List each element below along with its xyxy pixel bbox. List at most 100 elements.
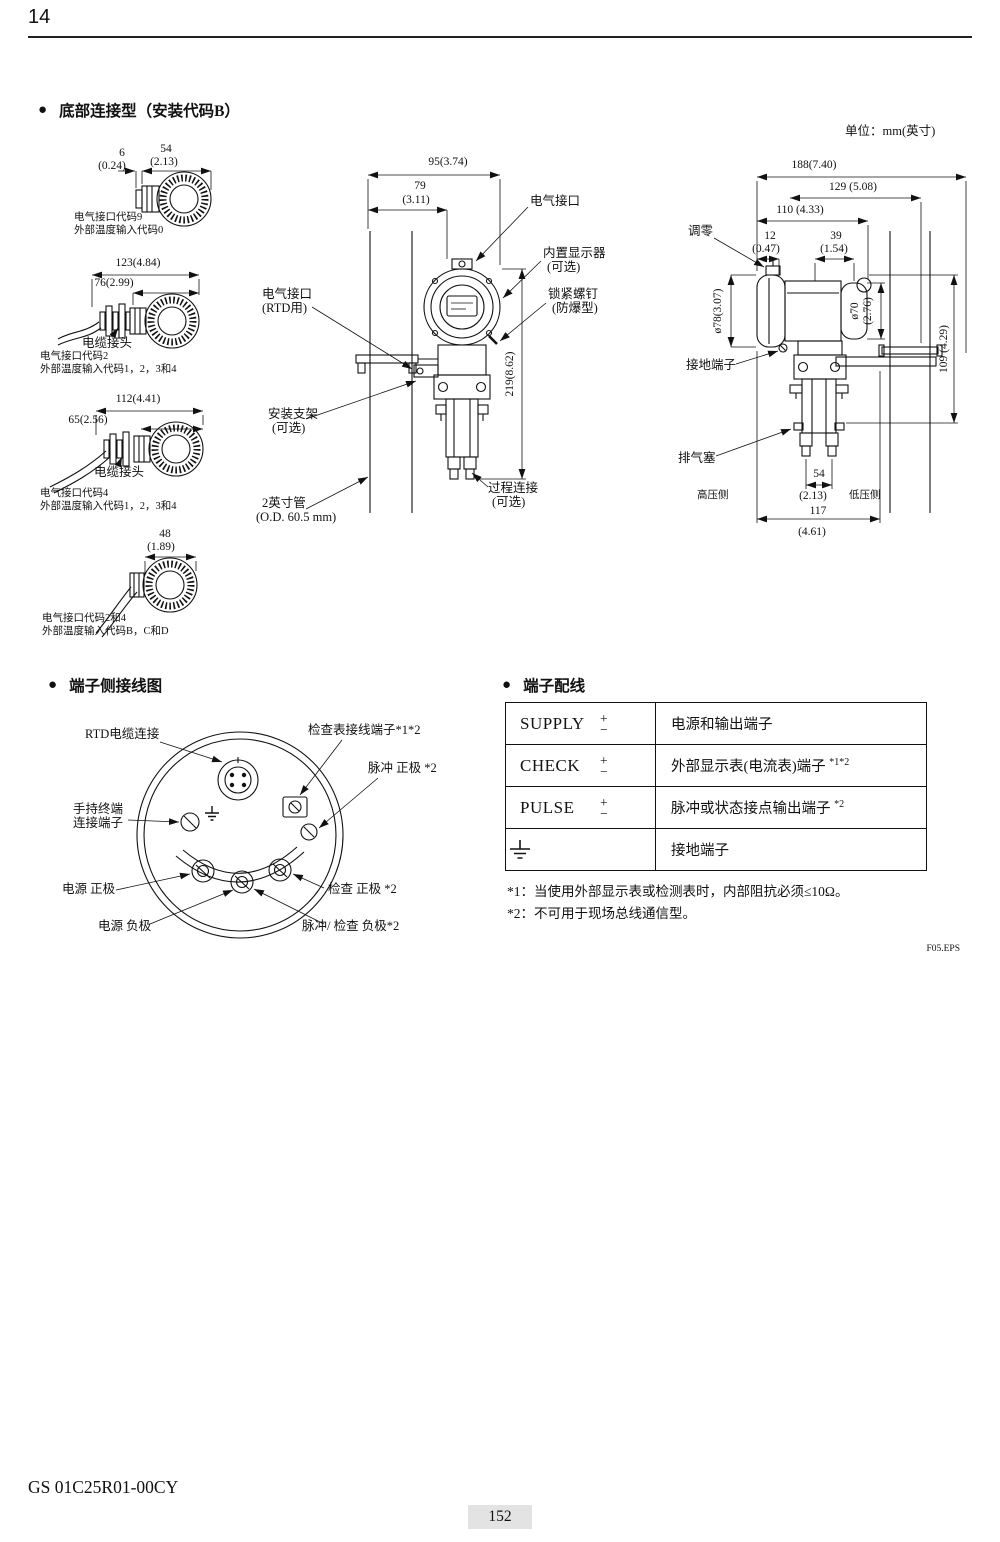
dim-label: 109 (4.29) xyxy=(938,325,950,373)
polarity-marks: +− xyxy=(600,710,608,737)
terminal-desc: 脉冲或状态接点输出端子 xyxy=(671,801,835,817)
label-handheld-terminal1: 手持终端 xyxy=(73,801,123,816)
dim-label: 12 xyxy=(764,230,776,242)
dim-label: (1.89) xyxy=(147,541,175,553)
dim-label: 110 (4.33) xyxy=(776,204,824,216)
ground-icon xyxy=(205,806,219,821)
dim-label: (2.13) xyxy=(799,490,827,502)
dim-label: 76(2.99) xyxy=(94,277,133,289)
bullet-icon: ● xyxy=(502,676,512,693)
drawing-conduit-code2and4: 48 (1.89) 电气接口代码2和4 外部温度输入代码B，C和D xyxy=(42,528,197,638)
dim-label: 188(7.40) xyxy=(791,159,836,171)
dim-label: (0.47) xyxy=(752,243,780,255)
section-title-terminal-diagram: ● 端子侧接线图 xyxy=(48,674,162,696)
part-label-rtd-conduit: 电气接口 xyxy=(262,286,312,301)
terminal-wiring-section: SUPPLY+− 电源和输出端子 CHECK+− 外部显示表(电流表)端子 *1… xyxy=(505,702,927,871)
dim-label: 95(3.74) xyxy=(428,156,467,168)
bullet-icon: ● xyxy=(48,676,58,693)
drawing-conduit-code9: 54 (2.13) 6 (0.24) 电气接口代码9 外部温度输入代码0 xyxy=(74,143,211,236)
dimensional-drawings: 54 (2.13) 6 (0.24) 电气接口代码9 外部温度输入代码0 123… xyxy=(40,143,967,638)
dim-label: (1.54) xyxy=(820,243,848,255)
dim-label: 79 xyxy=(414,180,426,192)
part-label-rtd-conduit2: (RTD用) xyxy=(262,301,307,315)
dim-label: 219(8.62) xyxy=(504,351,516,396)
drawing-front-view: 95(3.74) 79 (3.11) 219(8.62) 电气接口 内置显示器 … xyxy=(256,156,606,524)
footnotes: *1：当使用外部显示表或检测表时，内部阻抗必须≤10Ω。 *2：不可用于现场总线… xyxy=(507,881,939,925)
label-supply-minus: 电源 负极 xyxy=(98,919,152,933)
label-high-pressure-side: 高压侧 xyxy=(697,488,729,501)
bullet-icon: ● xyxy=(38,101,48,118)
terminal-name: CHECK xyxy=(520,755,581,775)
chapter-number: 14 xyxy=(28,6,51,28)
page-number: 152 xyxy=(468,1505,532,1529)
terminal-desc: 电源和输出端子 xyxy=(671,717,773,733)
caption: 外部温度输入代码B，C和D xyxy=(42,624,169,637)
dim-label: 48 xyxy=(159,528,171,540)
part-label-display: 内置显示器 xyxy=(543,246,606,260)
polarity-marks: +− xyxy=(600,794,608,821)
dim-label: 129 (5.08) xyxy=(829,181,877,193)
dim-label: (2.13) xyxy=(150,156,178,168)
part-label-bracket-optional: (可选) xyxy=(272,421,305,435)
part-label-process-optional: (可选) xyxy=(492,495,525,509)
part-label-pipe: 2英寸管 xyxy=(262,495,306,510)
label-supply-plus: 电源 正极 xyxy=(62,882,116,896)
dim-label: ø70 xyxy=(849,302,861,320)
terminal-wiring-table: SUPPLY+− 电源和输出端子 CHECK+− 外部显示表(电流表)端子 *1… xyxy=(505,702,927,871)
drawing-side-view: 188(7.40) 129 (5.08) 110 (4.33) 12 (0.47… xyxy=(678,159,967,538)
section-title-bottom-connection: ● 底部连接型（安装代码B） xyxy=(38,99,240,121)
section-title-text: 端子侧接线图 xyxy=(69,678,163,695)
label-check-plus: 检查 正极 *2 xyxy=(328,881,397,896)
polarity-marks: +− xyxy=(600,752,608,779)
dim-label: (3.11) xyxy=(402,194,430,206)
section-title-terminal-wiring: ● 端子配线 xyxy=(502,674,585,696)
dim-label: (0.24) xyxy=(98,160,126,172)
footnote-2: *2：不可用于现场总线通信型。 xyxy=(507,906,696,921)
dim-label: 112(4.41) xyxy=(116,393,161,405)
part-label-bracket: 安装支架 xyxy=(268,406,318,421)
part-label-gland: 电缆接头 xyxy=(94,464,144,479)
label-low-pressure-side: 低压侧 xyxy=(849,488,881,501)
part-label-process-conn: 过程连接 xyxy=(488,480,539,495)
dim-label: (4.61) xyxy=(798,526,826,538)
caption: 电气接口代码4 xyxy=(40,486,109,499)
part-label-conduit: 电气接口 xyxy=(530,193,580,208)
part-label-lock-screw2: (防爆型) xyxy=(552,300,598,315)
table-row: PULSE+− 脉冲或状态接点输出端子 *2 xyxy=(505,786,927,829)
terminal-desc: 外部显示表(电流表)端子 xyxy=(671,759,830,775)
drawing-conduit-code2: 123(4.84) 76(2.99) 电缆接头 电气接口代码2 外部温度输入代码… xyxy=(40,257,199,375)
dim-label: ø78(3.07) xyxy=(712,288,724,333)
dim-label: 117 xyxy=(810,505,827,517)
dim-label: 65(2.56) xyxy=(68,414,107,426)
part-label-zero-adjust: 调零 xyxy=(688,224,714,238)
part-label-pipe-od: (O.D. 60.5 mm) xyxy=(256,510,336,524)
ground-icon xyxy=(510,839,530,859)
section-title-text: 底部连接型（安装代码B） xyxy=(59,103,240,120)
part-label-vent-plug: 排气塞 xyxy=(678,450,716,465)
part-label-gland: 电缆接头 xyxy=(82,335,132,350)
figure-reference: F05.EPS xyxy=(926,944,960,954)
label-check-meter-terminal: 检查表接线端子*1*2 xyxy=(308,722,421,737)
label-pulse-check-minus: 脉冲/ 检查 负极*2 xyxy=(302,918,399,933)
dim-label: (2.76) xyxy=(862,297,874,325)
document-number: GS 01C25R01-00CY xyxy=(28,1477,179,1497)
terminal-name: PULSE xyxy=(520,797,575,817)
terminal-side-diagram: RTD电缆连接 检查表接线端子*1*2 脉冲 正极 *2 手持终端 连接端子 电… xyxy=(62,722,437,939)
table-row: CHECK+− 外部显示表(电流表)端子 *1*2 xyxy=(505,744,927,787)
terminal-desc: 接地端子 xyxy=(671,843,729,859)
footnote-1: *1：当使用外部显示表或检测表时，内部阻抗必须≤10Ω。 xyxy=(507,884,849,899)
dim-label: 39 xyxy=(830,230,842,242)
label-handheld-terminal2: 连接端子 xyxy=(73,815,123,830)
dim-label: 54 xyxy=(813,468,825,480)
caption: 外部温度输入代码1，2，3和4 xyxy=(40,362,177,375)
table-row: 接地端子 xyxy=(505,828,927,871)
table-row: SUPPLY+− 电源和输出端子 xyxy=(505,702,927,745)
dim-label: 123(4.84) xyxy=(115,257,160,269)
header-rule xyxy=(28,36,972,38)
caption: 电气接口代码9 xyxy=(74,210,142,223)
part-label-ground-terminal: 接地端子 xyxy=(686,357,736,372)
caption: 外部温度输入代码0 xyxy=(74,223,163,236)
dim-label: 54 xyxy=(160,143,172,155)
caption: 外部温度输入代码1，2，3和4 xyxy=(40,499,177,512)
